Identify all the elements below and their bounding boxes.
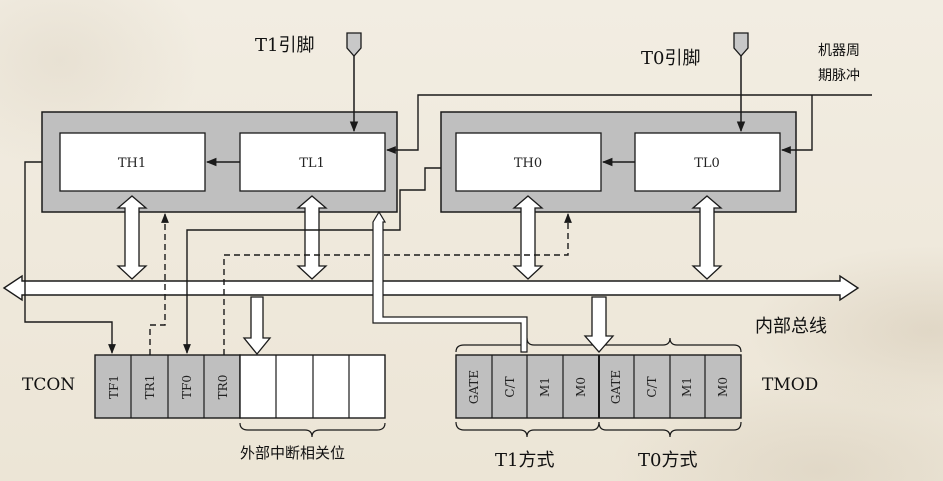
bus-to-tcon-arrow bbox=[242, 296, 272, 356]
tl1-label: TL1 bbox=[299, 156, 325, 171]
tmod-bit-gate-t1: GATE bbox=[467, 370, 481, 404]
tl0-bus-connector bbox=[691, 195, 723, 280]
tmod-bit-gate-t0: GATE bbox=[609, 370, 623, 404]
tmod-bit-ct-t1: C/T bbox=[503, 376, 517, 397]
th0-label: TH0 bbox=[514, 156, 542, 171]
external-interrupt-brace bbox=[239, 422, 386, 438]
machine-cycle-line-to-tl1 bbox=[386, 94, 872, 154]
machine-cycle-line-to-tl0 bbox=[781, 95, 813, 154]
tr0-control-dashed-line bbox=[223, 213, 572, 355]
t0-mode-brace bbox=[598, 421, 742, 438]
tl1-box bbox=[239, 132, 386, 192]
th0-bus-connector bbox=[512, 195, 544, 280]
th1-overflow-to-tf1-line bbox=[24, 161, 116, 354]
tcon-bit-tr1: TR1 bbox=[143, 375, 157, 400]
tl1-bus-connector bbox=[296, 195, 328, 280]
tmod-label: TMOD bbox=[762, 375, 818, 395]
external-interrupt-label: 外部中断相关位 bbox=[240, 444, 345, 462]
tcon-bit-tr0: TR0 bbox=[216, 375, 230, 400]
tr1-control-dashed-line bbox=[149, 213, 169, 355]
th1-bus-connector bbox=[116, 195, 148, 280]
tcon-bit-tf0: TF0 bbox=[180, 375, 194, 399]
tmod-bit-m1-t1: M1 bbox=[538, 377, 552, 397]
tmod-to-timer1-control-line bbox=[372, 210, 528, 353]
tmod-bit-m0-t0: M0 bbox=[716, 377, 730, 397]
t1-mode-label: T1方式 bbox=[495, 450, 554, 471]
tmod-bit-m0-t1: M0 bbox=[574, 377, 588, 397]
t1-pin-icon bbox=[346, 32, 362, 57]
tmod-bit-m1-t0: M1 bbox=[680, 377, 694, 397]
internal-bus-label: 内部总线 bbox=[755, 316, 827, 337]
tcon-bit-tf1: TF1 bbox=[107, 375, 121, 399]
tmod-bit-ct-t0: C/T bbox=[645, 376, 659, 397]
tmod-t0-top-brace bbox=[598, 337, 742, 353]
machine-cycle-label-2: 期脉冲 bbox=[818, 68, 860, 84]
bus-to-tmod-arrow bbox=[583, 296, 615, 353]
tmod-register: GATE C/T M1 M0 GATE C/T M1 M0 bbox=[455, 354, 742, 419]
t1-pin-label: T1引脚 bbox=[255, 35, 314, 56]
internal-bus bbox=[2, 274, 860, 302]
tcon-label: TCON bbox=[22, 375, 75, 395]
th1-label: TH1 bbox=[118, 156, 146, 171]
tcon-register: TF1 TR1 TF0 TR0 bbox=[94, 354, 386, 419]
th0-box bbox=[455, 132, 602, 192]
th0-overflow-to-tf0-line bbox=[183, 167, 441, 354]
th1-box bbox=[59, 132, 206, 192]
t0-pin-label: T0引脚 bbox=[641, 48, 700, 69]
t0-pin-icon bbox=[733, 32, 749, 57]
t0-mode-label: T0方式 bbox=[638, 450, 697, 471]
t1-mode-brace bbox=[455, 421, 600, 438]
machine-cycle-label-1: 机器周 bbox=[818, 43, 860, 59]
tl0-label: TL0 bbox=[694, 156, 720, 171]
